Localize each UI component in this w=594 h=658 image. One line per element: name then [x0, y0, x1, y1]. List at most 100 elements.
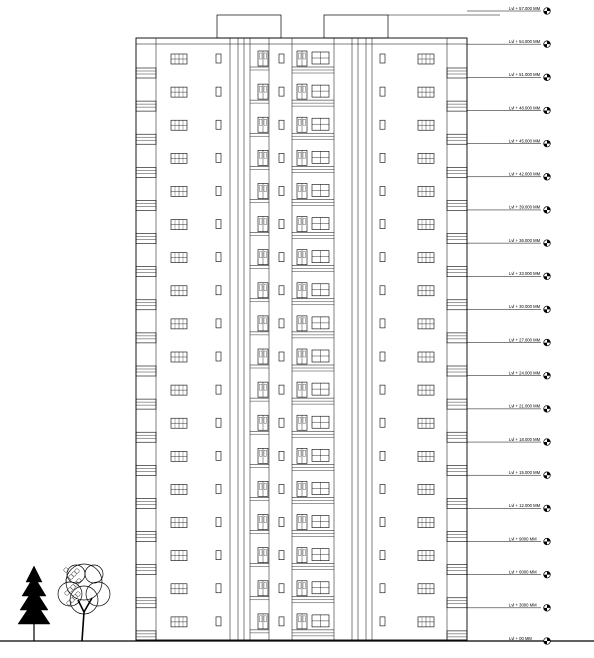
door-pane	[302, 483, 306, 490]
tree-leaf-cluster	[74, 568, 80, 574]
tree-foliage-tier-3	[17, 599, 51, 625]
door-pane	[263, 52, 267, 60]
door-pane	[263, 152, 267, 159]
level-marker-17: Lvl + 6000 MM	[467, 569, 551, 579]
window-grid-right	[417, 219, 435, 230]
small-window-right	[379, 384, 386, 395]
level-marker-icon	[543, 7, 551, 15]
door-left	[257, 448, 269, 464]
window-grid-left	[170, 153, 188, 164]
level-marker-icon	[543, 338, 551, 347]
level-marker-quadrant	[543, 209, 547, 214]
door-pane	[259, 85, 263, 93]
balcony-left	[135, 233, 157, 244]
level-marker-2: Lvl + 51.000 MM	[467, 72, 551, 81]
door-pane	[259, 119, 263, 126]
tree-leaf-cluster	[68, 574, 74, 580]
balcony-left	[135, 67, 157, 79]
door-right	[296, 315, 308, 332]
level-label: Lvl + 30.000 MM	[509, 304, 541, 309]
door-left	[257, 282, 269, 299]
tree-leaf-cluster	[76, 578, 82, 584]
small-window-right	[379, 86, 386, 97]
door-pane	[259, 615, 263, 623]
floor-16	[135, 116, 468, 145]
level-marker-16: Lvl + 9000 MM	[467, 536, 551, 546]
small-window-right	[379, 616, 386, 627]
core-window	[311, 151, 330, 164]
level-marker-quadrant	[547, 505, 551, 509]
core-window	[311, 449, 330, 462]
level-marker-quadrant	[547, 107, 551, 111]
tree-leaf-cluster	[67, 587, 73, 593]
door-pane	[298, 218, 302, 225]
core-window	[311, 614, 330, 628]
balcony-right	[446, 233, 468, 244]
door-pane	[298, 417, 302, 424]
floor-5	[135, 481, 468, 509]
door-pane	[302, 582, 306, 589]
floor-7	[135, 414, 468, 443]
level-marker-quadrant	[547, 637, 551, 641]
small-window-left	[215, 186, 222, 196]
balcony-left	[135, 597, 157, 609]
level-marker-quadrant	[543, 541, 547, 545]
door-right	[296, 381, 308, 398]
door-pane	[298, 119, 302, 126]
door-pane	[263, 615, 267, 623]
small-window-right	[379, 451, 386, 461]
tree-leaf-cluster	[64, 590, 70, 596]
level-marker-4: Lvl + 45.000 MM	[467, 138, 551, 148]
small-window-left	[215, 285, 222, 296]
balcony-right	[446, 200, 468, 211]
level-marker-icon	[543, 471, 551, 479]
door-right	[296, 150, 308, 166]
small-window-left	[215, 153, 222, 163]
door-left	[257, 580, 269, 597]
level-marker-3: Lvl + 48.000 MM	[467, 105, 551, 115]
door-pane	[259, 417, 263, 424]
core-window	[311, 382, 330, 396]
small-window-right	[379, 119, 386, 130]
door-pane	[302, 119, 306, 126]
window-grid-left	[170, 285, 188, 297]
small-window-center	[278, 86, 285, 97]
door-pane	[298, 383, 302, 391]
window-grid-right	[417, 417, 435, 429]
door-right	[296, 514, 308, 530]
door-pane	[302, 185, 306, 192]
door-pane	[263, 251, 267, 258]
window-grid-right	[417, 583, 435, 595]
small-window-left	[215, 616, 222, 627]
small-window-right	[379, 318, 386, 329]
door-pane	[259, 350, 263, 358]
core-window	[311, 283, 330, 297]
door-pane	[263, 450, 267, 457]
level-label: Lvl + 54.000 MM	[509, 39, 541, 44]
window-grid-left	[170, 484, 188, 495]
level-marker-14: Lvl + 15.000 MM	[467, 470, 551, 479]
level-label: Lvl + 12.000 MM	[509, 503, 541, 508]
core-window	[311, 515, 330, 528]
tree-canopy-1	[57, 581, 83, 607]
floor-12	[135, 249, 468, 277]
small-window-left	[215, 550, 222, 560]
level-marker-quadrant	[547, 604, 551, 608]
window-grid-right	[417, 384, 435, 396]
small-window-right	[379, 417, 386, 428]
balcony-right	[446, 365, 468, 377]
door-left	[257, 183, 269, 199]
door-pane	[298, 483, 302, 490]
small-window-right	[379, 219, 386, 229]
level-marker-quadrant	[543, 375, 547, 380]
door-pane	[263, 350, 267, 358]
level-marker-quadrant	[543, 44, 547, 48]
small-window-center	[278, 616, 285, 627]
small-window-right	[379, 583, 386, 594]
floor-17	[135, 83, 468, 112]
level-marker-icon	[543, 239, 551, 247]
door-pane	[302, 450, 306, 457]
balcony-right	[446, 498, 468, 509]
door-pane	[298, 350, 302, 358]
